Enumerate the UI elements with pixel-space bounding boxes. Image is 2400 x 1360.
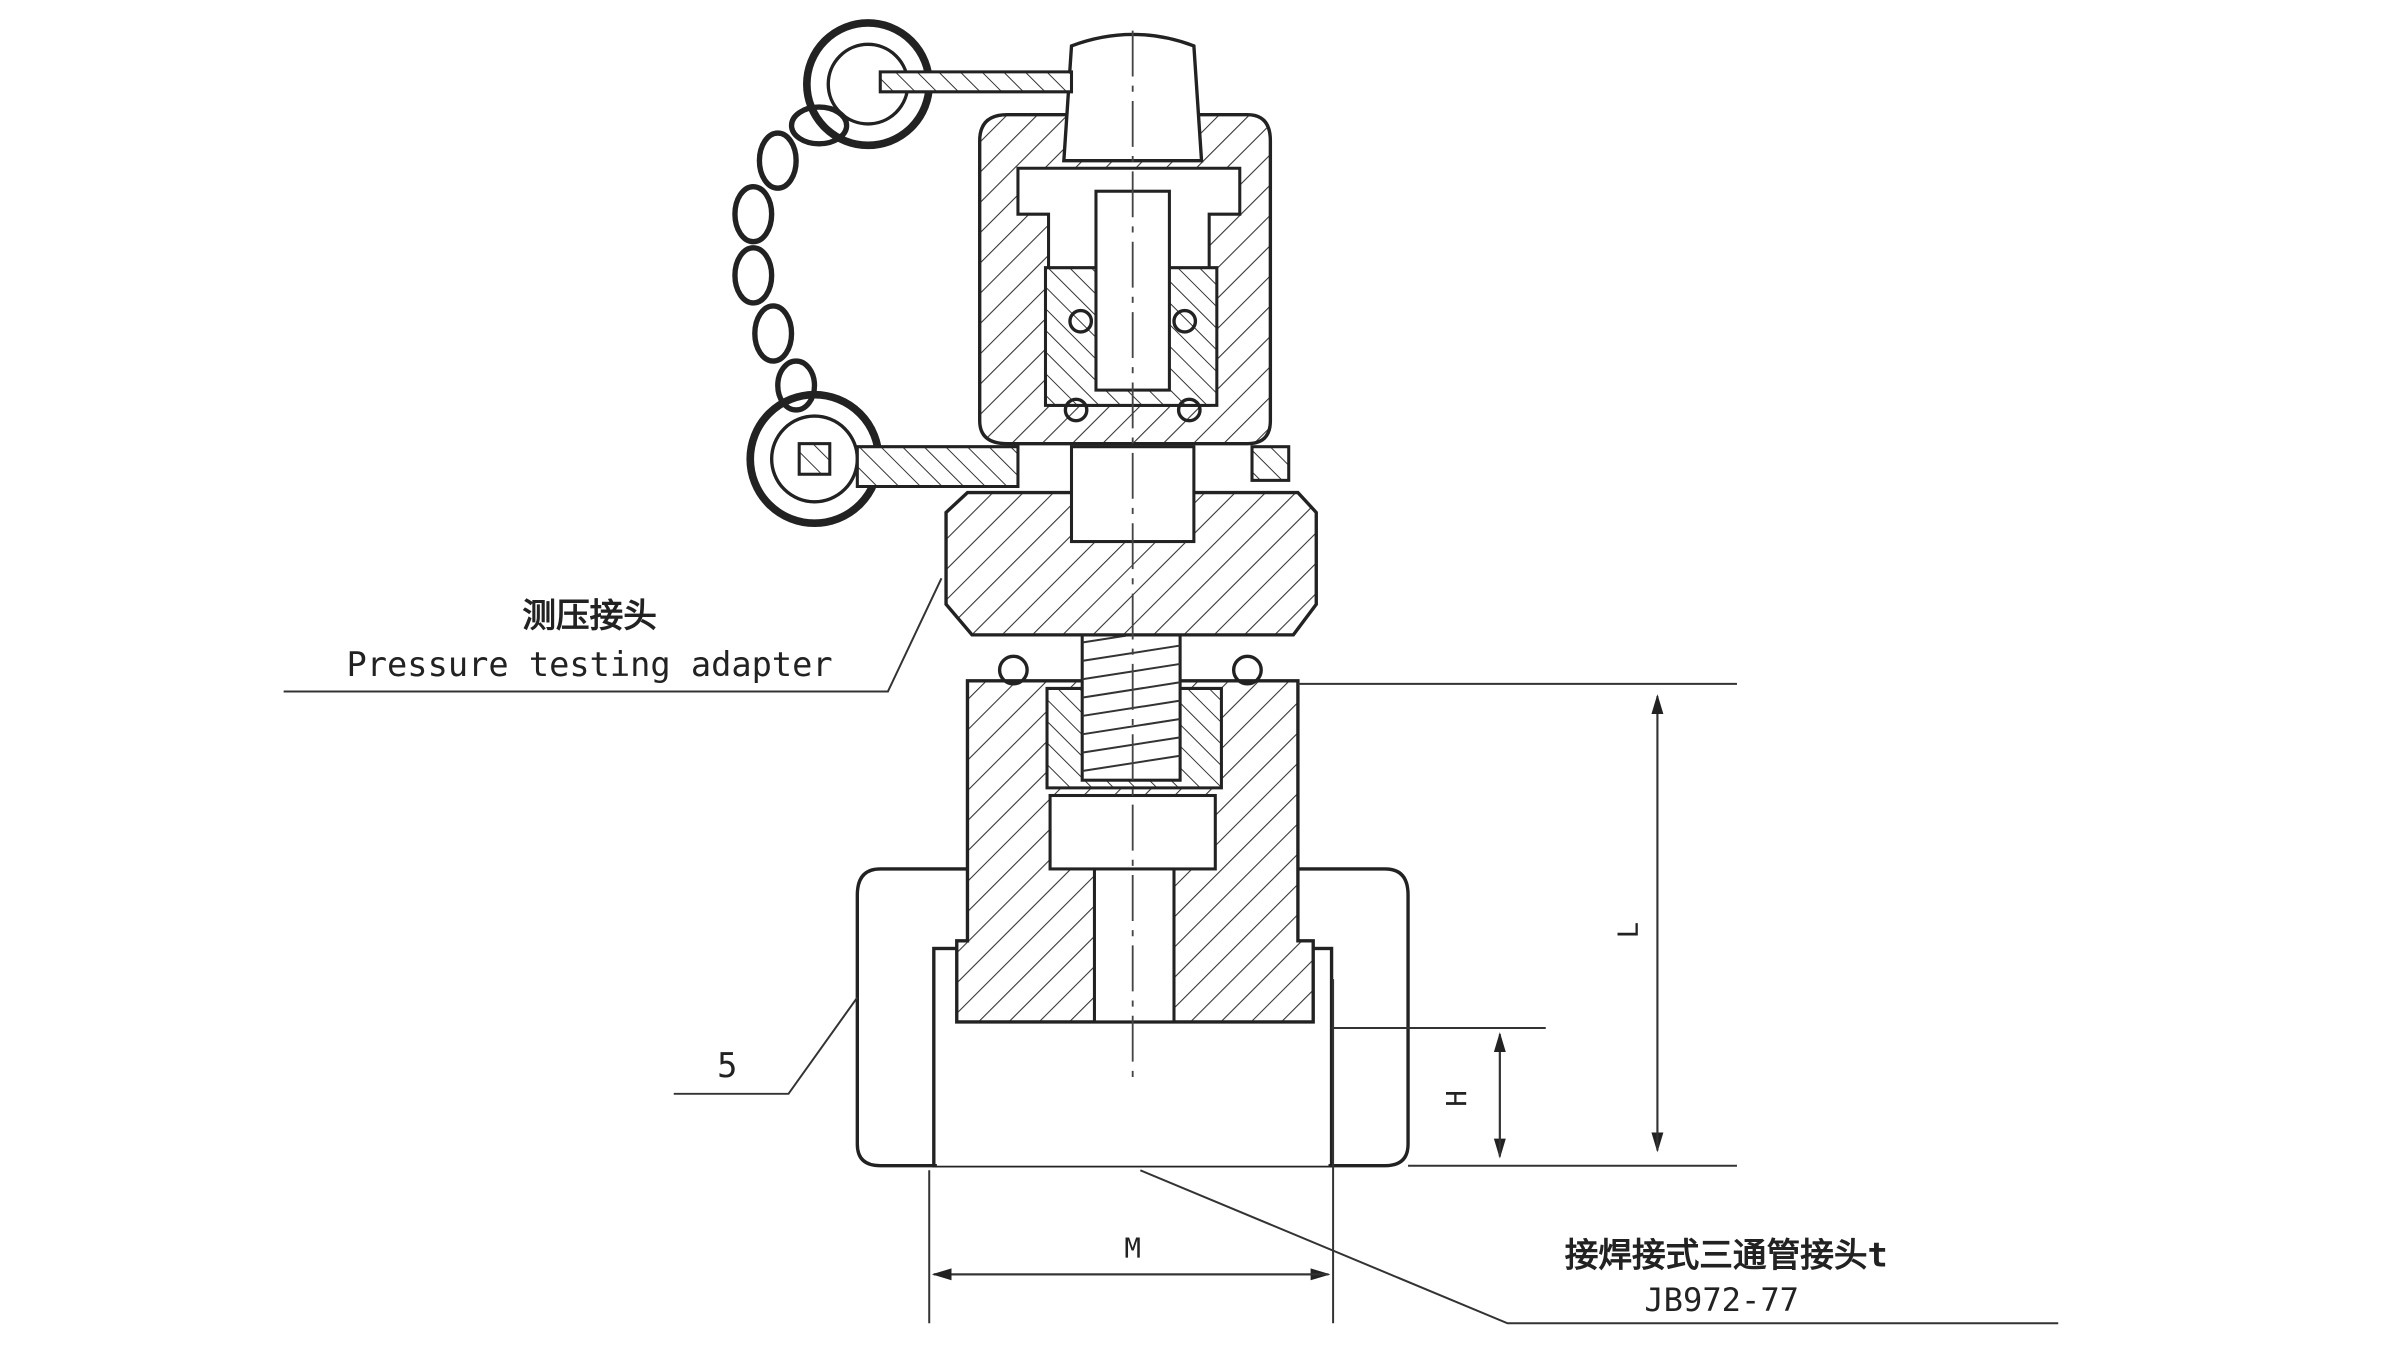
dimension-lines bbox=[928, 682, 1737, 1324]
retaining-chain bbox=[732, 19, 1074, 528]
leader-lines bbox=[283, 577, 2059, 1325]
adapter-label-en: Pressure testing adapter bbox=[347, 645, 833, 684]
dimension-H: H bbox=[1441, 1090, 1473, 1107]
dimension-M: M bbox=[1124, 1233, 1141, 1265]
adapter-label-cn: 测压接头 bbox=[522, 596, 657, 635]
dust-cap bbox=[978, 32, 1291, 482]
tee-label-cn: 接焊接式三通管接头t bbox=[1565, 1236, 1888, 1275]
dimension-L: L bbox=[1613, 922, 1645, 939]
tee-standard-label: JB972-77 bbox=[1644, 1281, 1799, 1319]
part-number-label: 5 bbox=[717, 1046, 737, 1085]
hex-adapter bbox=[944, 445, 1318, 686]
